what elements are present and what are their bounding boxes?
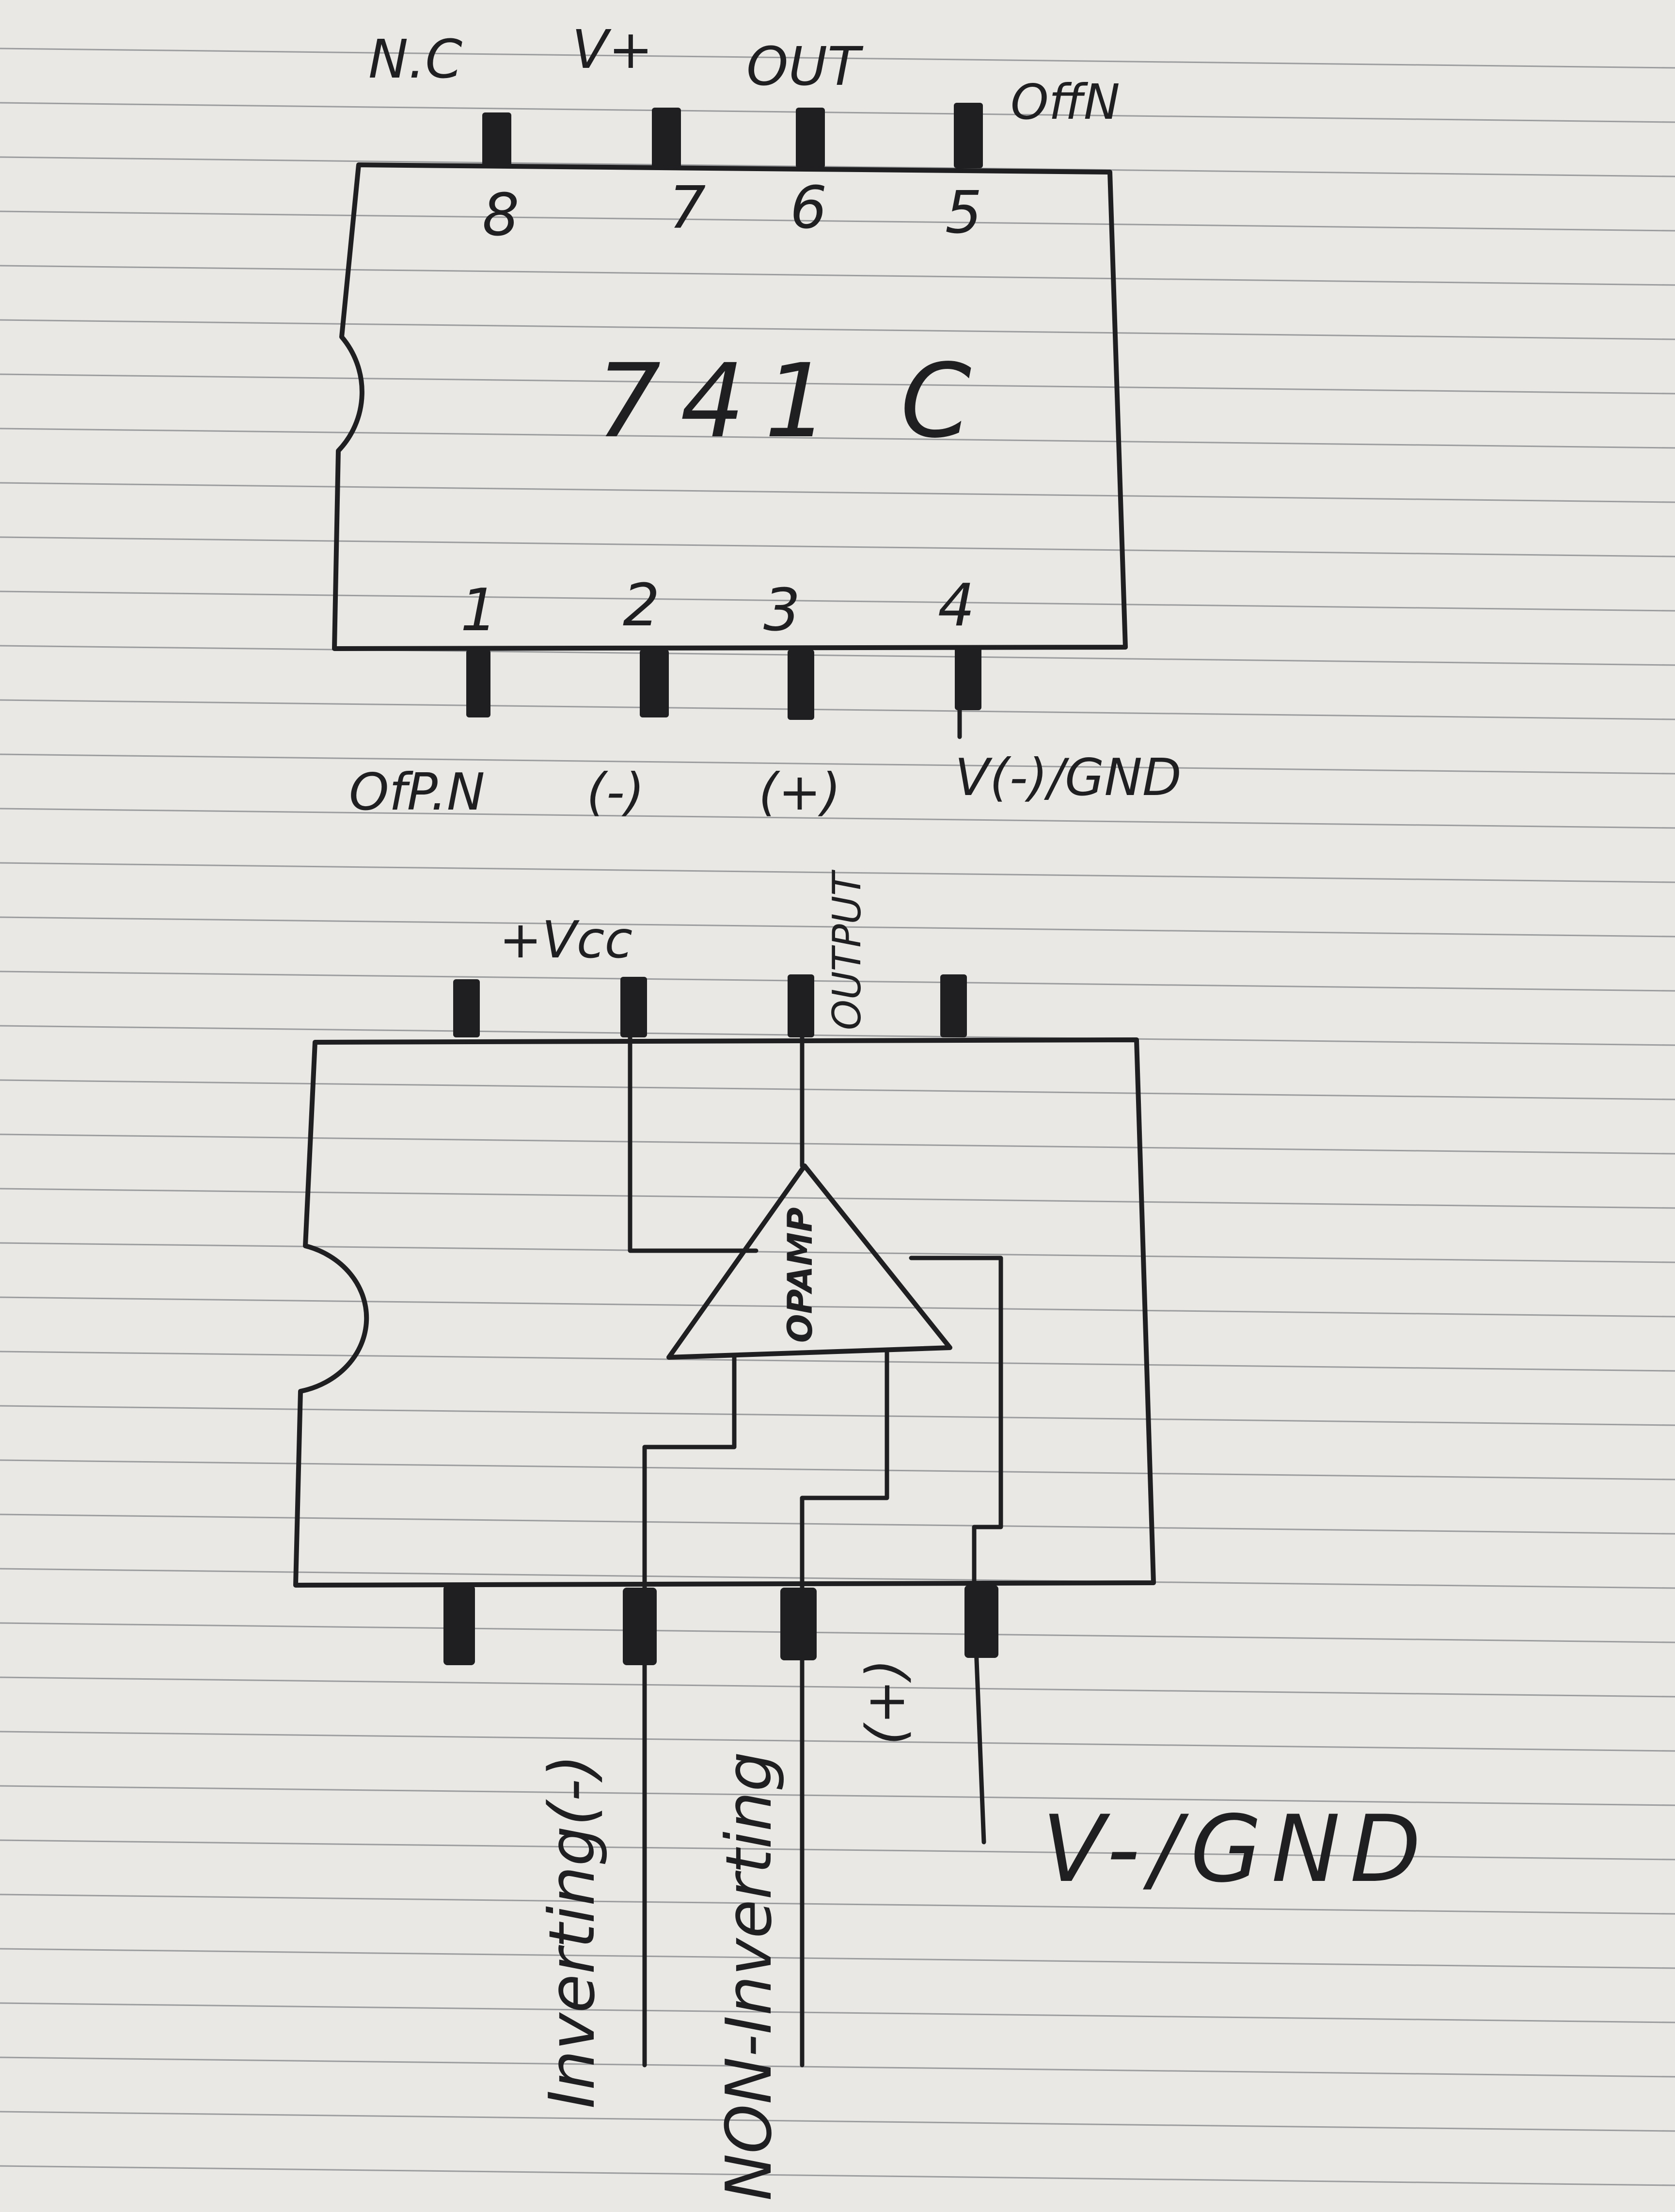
label-nc: N.C: [368, 28, 462, 90]
ruled-line: [0, 156, 1675, 177]
ruled-line: [0, 48, 1675, 69]
pin-number-3: 3: [763, 577, 800, 644]
pin-number-8: 8: [482, 182, 519, 249]
pin-number-6: 6: [790, 175, 827, 242]
pin-number-7: 7: [669, 175, 706, 242]
internal-chip-body-outline: [293, 1037, 1156, 1588]
label-vminus-gnd: V(-)/GND: [955, 748, 1182, 807]
pin-number-1: 1: [460, 577, 497, 644]
ruled-line: [0, 1079, 1675, 1100]
internal-opamp-diagram: +Vcc OUTPUT OPAMP Inverting(-) NON-Inver…: [293, 869, 1431, 2201]
internal-pin-7-lead: [620, 977, 647, 1037]
wire-offset-right: [909, 1256, 1003, 1588]
internal-pin-4-lead: [964, 1585, 998, 1658]
ruled-line: [0, 971, 1675, 992]
chip-body-outline: [332, 162, 1128, 651]
wire-inverting: [642, 1355, 737, 2068]
ruled-line: [0, 645, 1675, 666]
label-inverting: Inverting(-): [535, 1754, 609, 2109]
ruled-line: [0, 428, 1675, 449]
internal-pin-8-lead: [453, 979, 480, 1037]
pin-4-lead: [955, 647, 981, 710]
ruled-line: [0, 2165, 1675, 2186]
pin-8-lead: [482, 112, 511, 168]
label-offn-bottom: OfP.N: [349, 763, 485, 822]
ruled-line: [0, 536, 1675, 557]
ruled-line: [0, 1894, 1675, 1915]
internal-pin-6-lead: [788, 974, 814, 1037]
ruled-line: [0, 1513, 1675, 1535]
pin-7-lead: [652, 108, 681, 168]
label-output: OUTPUT: [824, 869, 869, 1030]
ruled-line: [0, 1459, 1675, 1480]
ruled-line: [0, 1731, 1675, 1752]
ruled-line: [0, 1351, 1675, 1372]
ruled-line: [0, 699, 1675, 720]
ruled-line: [0, 1948, 1675, 1969]
label-out: OUT: [746, 35, 864, 97]
opamp-triangle: [666, 1163, 952, 1360]
ruled-line: [0, 808, 1675, 829]
chip-part-number: 741 C: [596, 342, 991, 461]
label-plus: (+): [758, 763, 841, 822]
ruled-line: [0, 2056, 1675, 2078]
label-plus-internal: (+): [854, 1659, 917, 1745]
ruled-line: [0, 590, 1675, 612]
pin-number-4: 4: [938, 572, 975, 639]
pin-2-lead: [640, 650, 669, 717]
ruled-line: [0, 1296, 1675, 1318]
ruled-line: [0, 482, 1675, 503]
label-offn-top: OffN: [1011, 74, 1120, 130]
label-opamp: OPAMP: [780, 1207, 820, 1343]
wire-vcc: [628, 1035, 758, 1253]
ruled-lines: [0, 48, 1675, 2186]
ruled-line: [0, 1025, 1675, 1046]
internal-pin-2-lead: [623, 1588, 657, 1665]
ruled-line: [0, 210, 1675, 232]
pin-number-5: 5: [945, 179, 982, 247]
ruled-line: [0, 1133, 1675, 1155]
label-minus: (-): [586, 763, 645, 822]
ruled-line: [0, 373, 1675, 395]
ruled-line: [0, 1785, 1675, 1806]
ruled-line: [0, 1568, 1675, 1589]
ruled-line: [0, 1839, 1675, 1861]
ruled-line: [0, 753, 1675, 775]
ruled-line: [0, 319, 1675, 340]
pin-1-lead: [466, 650, 490, 717]
label-non-inverting: NON-Inverting: [712, 1751, 786, 2201]
pin-5-lead: [954, 103, 983, 168]
pin-6-lead: [796, 108, 825, 168]
chip-pinout-diagram: N.C V+ OUT OffN 8 7 6 5 741 C 1 2 3 4 Of…: [332, 18, 1182, 822]
label-ground: V-/GND: [1042, 1796, 1431, 1903]
ruled-line: [0, 265, 1675, 286]
internal-pin-3-lead: [780, 1588, 817, 1660]
ruled-line: [0, 2111, 1675, 2132]
ruled-line: [0, 1622, 1675, 1643]
internal-pin-1-lead: [443, 1585, 475, 1665]
ruled-line: [0, 1188, 1675, 1209]
internal-pin-5-lead: [940, 974, 967, 1037]
ruled-line: [0, 2002, 1675, 2023]
ruled-line: [0, 1676, 1675, 1698]
ruled-line: [0, 102, 1675, 123]
ruled-line: [0, 916, 1675, 938]
ruled-line: [0, 1242, 1675, 1263]
pin-number-2: 2: [623, 572, 660, 639]
pin-3-lead: [788, 650, 814, 720]
ruled-line: [0, 1405, 1675, 1426]
ruled-line: [0, 862, 1675, 883]
label-vcc: +Vcc: [499, 910, 632, 970]
wire-non-inverting: [800, 1350, 889, 2068]
label-vplus: V+: [572, 18, 653, 80]
